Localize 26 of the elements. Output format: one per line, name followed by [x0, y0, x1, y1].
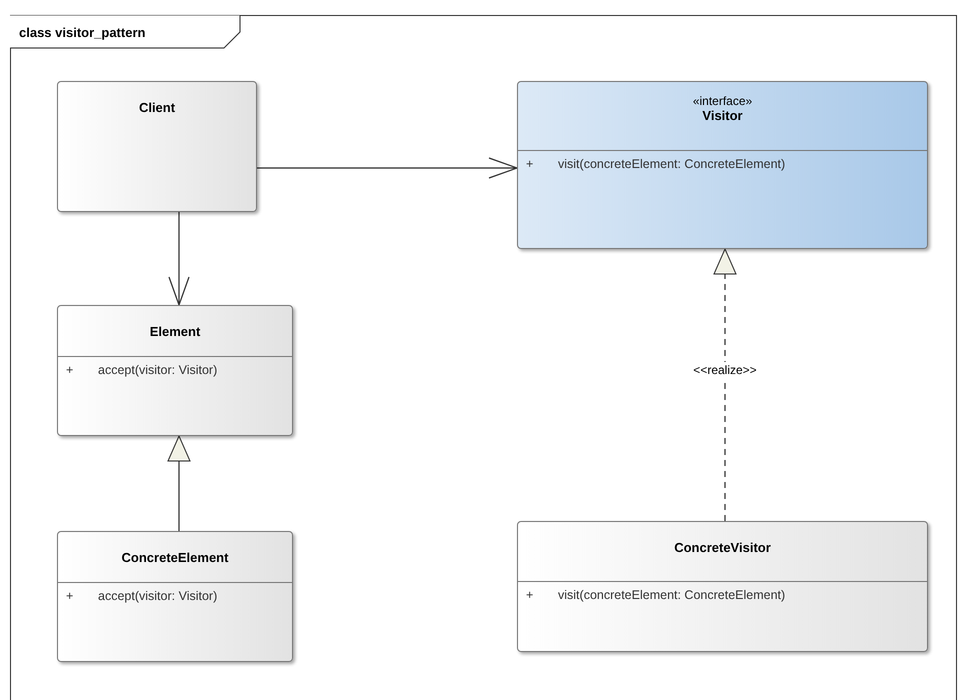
generalization-arrow — [168, 436, 190, 531]
class-box — [57, 531, 293, 662]
class-box — [57, 305, 293, 436]
class-name: ConcreteElement — [122, 550, 228, 565]
operation-signature: accept(visitor: Visitor) — [98, 589, 218, 603]
class-name: Visitor — [702, 108, 743, 123]
operation-signature: visit(concreteElement: ConcreteElement) — [558, 588, 786, 602]
edge-label: <<realize>> — [691, 362, 759, 378]
class-name: Client — [138, 100, 176, 115]
interface-box — [517, 81, 928, 249]
class-box — [517, 521, 928, 652]
class-box — [57, 81, 257, 212]
stereotype: «interface» — [692, 94, 752, 108]
association-arrow — [168, 212, 190, 306]
operation-signature: accept(visitor: Visitor) — [98, 363, 218, 377]
association-arrow — [257, 157, 518, 179]
frame-title: class visitor_pattern — [19, 25, 146, 40]
visibility-marker: + — [66, 589, 74, 603]
class-name: ConcreteVisitor — [674, 540, 771, 555]
diagram-frame — [10, 15, 957, 700]
operation-signature: visit(concreteElement: ConcreteElement) — [558, 157, 786, 171]
visibility-marker: + — [526, 588, 534, 602]
class-name: Element — [150, 324, 200, 339]
visibility-marker: + — [526, 157, 534, 171]
visibility-marker: + — [66, 363, 74, 377]
realization-arrow — [714, 248, 736, 521]
